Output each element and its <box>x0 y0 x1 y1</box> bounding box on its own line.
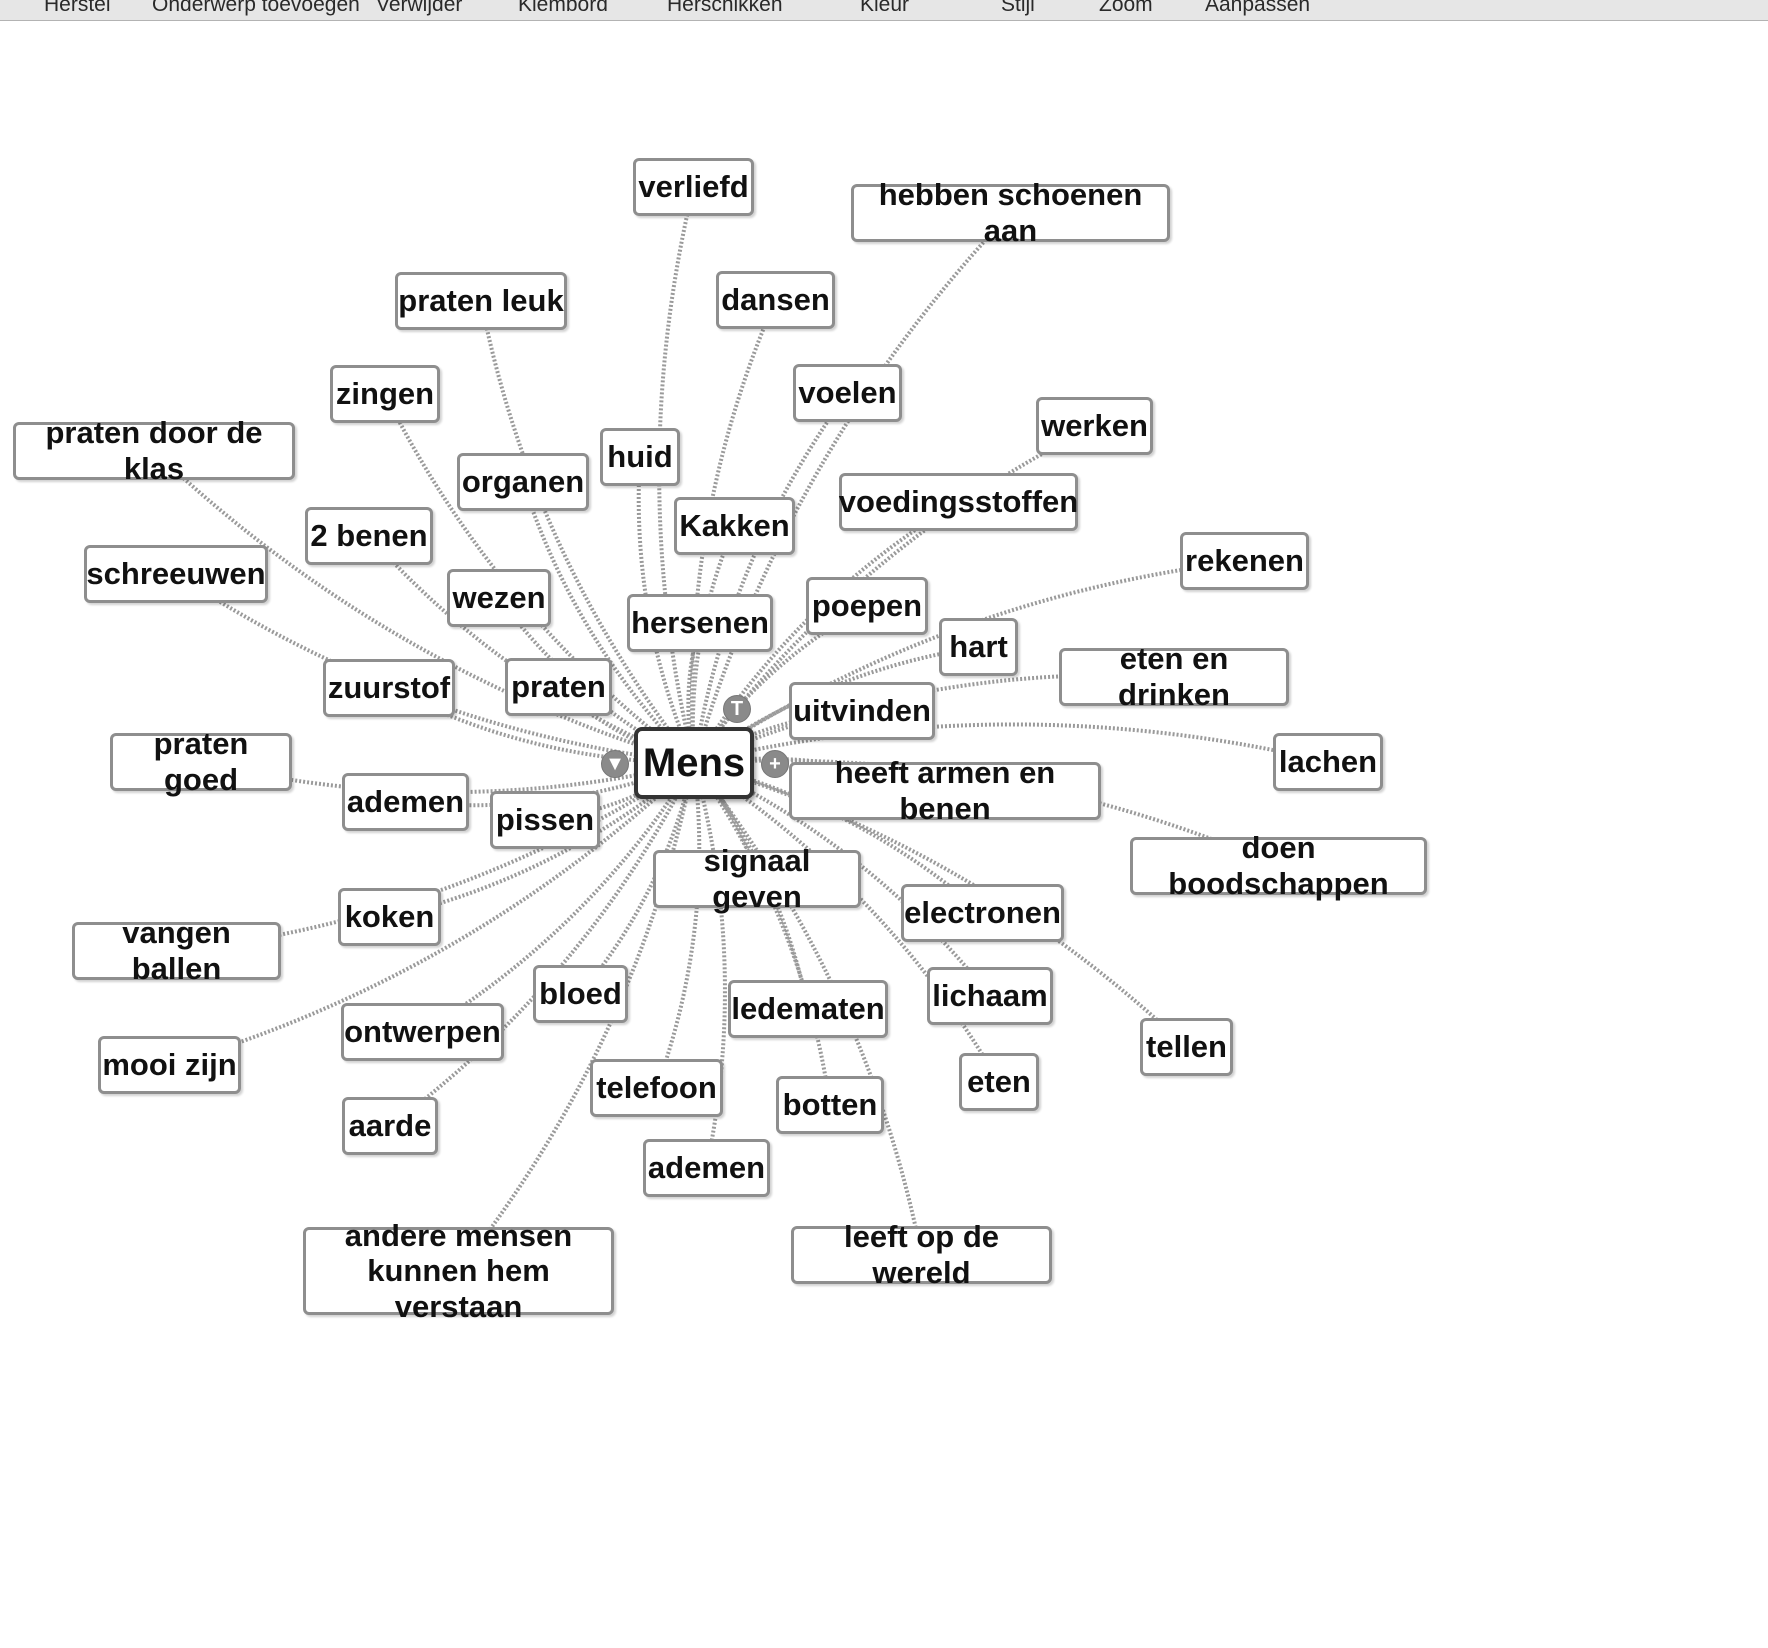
connector-line <box>693 761 1188 1049</box>
toolbar-aanpassen[interactable]: Aanpassen <box>1205 0 1311 16</box>
topic-node[interactable]: telefoon <box>590 1059 723 1117</box>
connector-line <box>692 761 832 1106</box>
topic-node[interactable]: praten leuk <box>395 272 567 330</box>
topic-node[interactable]: hart <box>939 618 1018 676</box>
connector-line <box>693 758 1280 868</box>
toolbar-onderwerp-toevoegen[interactable]: Onderwerp toevoegen <box>152 0 360 16</box>
topic-node[interactable]: zuurstof <box>323 659 455 717</box>
topic-node[interactable]: praten <box>505 658 612 716</box>
topic-node[interactable]: lichaam <box>927 967 1053 1025</box>
topic-node[interactable]: uitvinden <box>789 682 935 740</box>
topic-node[interactable]: verliefd <box>633 158 754 216</box>
topic-node[interactable]: eten <box>959 1053 1039 1111</box>
topic-node[interactable]: koken <box>338 888 441 946</box>
toolbar-herschikken[interactable]: Herschikken <box>667 0 783 16</box>
topic-node[interactable]: Kakken <box>674 497 795 555</box>
add-topic-icon[interactable]: + <box>761 750 789 778</box>
topic-node[interactable]: botten <box>776 1076 884 1134</box>
topic-node[interactable]: tellen <box>1140 1018 1233 1076</box>
toolbar: Herstel Onderwerp toevoegen Verwijder Kl… <box>0 0 1768 21</box>
connector-line <box>152 449 695 765</box>
connector-line <box>692 391 850 764</box>
toolbar-herstel[interactable]: Herstel <box>44 0 111 16</box>
top-handle-icon[interactable]: T <box>723 695 751 723</box>
topic-node[interactable]: electronen <box>901 884 1064 942</box>
topic-node[interactable]: aarde <box>342 1097 438 1155</box>
topic-node[interactable]: ontwerpen <box>341 1003 504 1061</box>
topic-node[interactable]: organen <box>457 453 589 511</box>
topic-node[interactable]: voelen <box>793 364 902 422</box>
topic-node[interactable]: hebben schoenen aan <box>851 177 1170 248</box>
topic-node[interactable]: wezen <box>447 569 551 627</box>
connector-line <box>654 762 702 1089</box>
topic-node[interactable]: werken <box>1036 397 1153 455</box>
connector-line <box>521 481 696 765</box>
topic-node[interactable]: hersenen <box>627 594 773 652</box>
topic-node[interactable]: zingen <box>330 365 440 423</box>
topic-node[interactable]: doen boodschappen <box>1130 830 1427 901</box>
connector-line <box>692 500 960 765</box>
toolbar-klembord[interactable]: Klembord <box>518 0 608 16</box>
toolbar-stijl[interactable]: Stijl <box>1001 0 1035 16</box>
topic-node[interactable]: leeft op de wereld <box>791 1219 1052 1290</box>
topic-node[interactable]: ledematen <box>728 980 888 1038</box>
topic-node[interactable]: heeft armen en benen <box>789 755 1101 826</box>
topic-node[interactable]: ademen <box>342 773 469 831</box>
topic-node[interactable]: mooi zijn <box>98 1036 241 1094</box>
topic-node[interactable]: signaal geven <box>653 843 861 914</box>
topic-node[interactable]: huid <box>600 428 680 486</box>
topic-node[interactable]: eten en drinken <box>1059 641 1289 712</box>
connector-line <box>692 762 727 1169</box>
toolbar-kleur[interactable]: Kleur <box>860 0 910 16</box>
topic-node[interactable]: voedingsstoffen <box>839 473 1078 531</box>
topic-node[interactable]: vangen ballen <box>72 915 281 986</box>
topic-node[interactable]: andere mensen kunnen hem verstaan <box>303 1218 614 1324</box>
topic-node[interactable]: poepen <box>806 577 928 635</box>
topic-node[interactable]: pissen <box>490 791 600 849</box>
connector-line <box>388 762 696 1128</box>
topic-node[interactable]: praten door de klas <box>13 415 295 486</box>
connector-line <box>692 424 1096 765</box>
connector-line <box>692 559 1245 765</box>
topic-node[interactable]: dansen <box>716 271 835 329</box>
connector-line <box>168 761 696 1067</box>
connector-line <box>693 722 1329 765</box>
toolbar-verwijder[interactable]: Verwijder <box>376 0 463 16</box>
central-topic-mens[interactable]: Mens <box>634 727 754 799</box>
toolbar-zoom[interactable]: Zoom <box>1099 0 1153 16</box>
connector-line <box>544 761 696 822</box>
connector-line <box>456 762 696 1273</box>
topic-node[interactable]: rekenen <box>1180 532 1309 590</box>
topic-node[interactable]: praten goed <box>110 726 292 797</box>
topic-node[interactable]: lachen <box>1273 733 1383 791</box>
connector-line <box>176 761 696 953</box>
topic-node[interactable]: 2 benen <box>305 507 433 565</box>
connector-line <box>479 300 696 765</box>
topic-node[interactable]: ademen <box>643 1139 770 1197</box>
topic-node[interactable]: bloed <box>533 965 628 1023</box>
topic-node[interactable]: schreeuwen <box>84 545 268 603</box>
connector-line <box>692 211 1012 764</box>
collapse-arrow-icon[interactable]: ▼ <box>601 750 629 778</box>
